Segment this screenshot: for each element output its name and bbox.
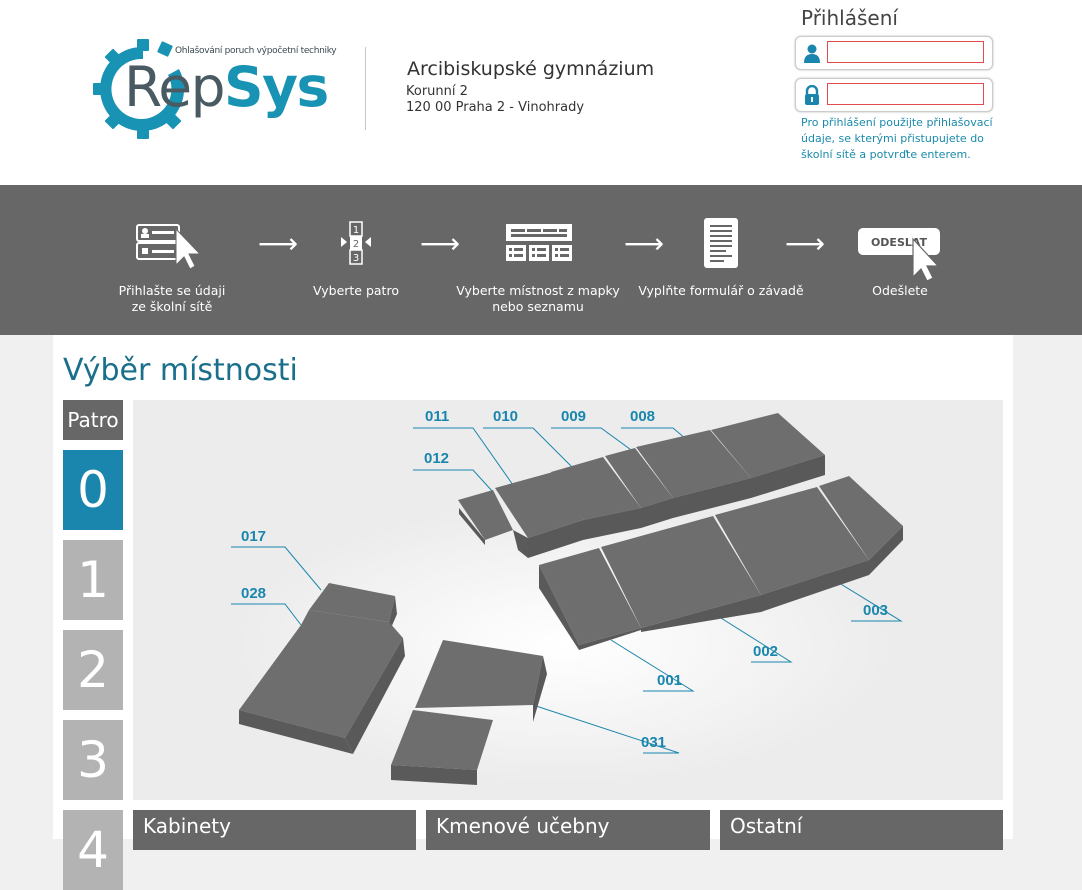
floor-1-button[interactable]: 1 <box>63 540 123 620</box>
username-input[interactable] <box>827 41 984 63</box>
floor-map: 011 010 009 008 012 017 028 003 002 001 … <box>133 400 1003 800</box>
logo-tagline: Ohlašování poruch výpočetní techniky <box>175 46 337 56</box>
room-009-shape[interactable] <box>605 448 673 508</box>
room-label-008[interactable]: 008 <box>630 408 655 425</box>
logo-part-sys: Sys <box>224 55 329 119</box>
room-001-shape[interactable] <box>539 548 641 645</box>
school-name: Arcibiskupské gymnázium <box>407 58 655 80</box>
room-label-028[interactable]: 028 <box>241 585 266 602</box>
step-form-label: Vyplňte formulář o závadě <box>638 283 804 298</box>
category-kabinety[interactable]: Kabinety <box>133 810 416 850</box>
room-label-003[interactable]: 003 <box>863 602 888 619</box>
building-north-wing <box>458 413 825 558</box>
step-send: ODESLAT Odešlete <box>800 185 1000 335</box>
user-icon <box>804 44 820 63</box>
step-floor: 1 2 3 Vyberte patro <box>256 185 456 335</box>
room-031-shape[interactable] <box>415 640 543 708</box>
room-002-shape[interactable] <box>601 516 761 628</box>
floor-icon-number-3: 3 <box>353 253 359 264</box>
room-028-shape[interactable] <box>239 610 403 738</box>
step-floor-label: Vyberte patro <box>313 283 399 298</box>
arrow-right-icon: ⟶ <box>258 227 299 260</box>
room-label-009[interactable]: 009 <box>561 408 586 425</box>
username-box <box>795 36 993 70</box>
room-017-shape[interactable] <box>309 583 395 622</box>
login-hint: Pro přihlášení použijte přihlašovací úda… <box>801 116 993 161</box>
step-room-label-2: nebo seznamu <box>492 299 584 314</box>
arrow-right-icon: ⟶ <box>785 227 826 260</box>
room-010-shape[interactable] <box>551 457 641 520</box>
login-title: Přihlášení <box>801 6 898 30</box>
category-ostatni[interactable]: Ostatní <box>720 810 1003 850</box>
arrow-right-icon: ⟶ <box>624 227 665 260</box>
steps-band: Přihlašte se údaji ze školní sítě ⟶ 1 2 … <box>0 185 1082 335</box>
page-title: Výběr místnosti <box>63 353 298 388</box>
address-city: 120 00 Praha 2 - Vinohrady <box>406 100 585 115</box>
floor-map-svg: 011 010 009 008 012 017 028 003 002 001 … <box>231 408 903 785</box>
form-icon <box>704 218 738 268</box>
floor-header: Patro <box>63 400 123 440</box>
room-label-010[interactable]: 010 <box>493 408 518 425</box>
room-selection-panel: Výběr místnosti Patro 0 1 2 3 4 <box>53 335 1013 890</box>
floor-4-button[interactable]: 4 <box>63 810 123 890</box>
room-list-icon <box>506 224 572 261</box>
floor-3-button[interactable]: 3 <box>63 720 123 800</box>
room-label-017[interactable]: 017 <box>241 528 266 545</box>
lock-icon <box>805 85 819 105</box>
step-room: Vyberte místnost z mapky nebo seznamu <box>438 185 638 335</box>
building-south-block <box>391 640 547 785</box>
logo-wordmark: RepSys <box>124 52 329 122</box>
arrow-right-icon: ⟶ <box>420 227 461 260</box>
send-icon: ODESLAT <box>858 228 940 282</box>
step-form: Vyplňte formulář o závadě <box>621 185 821 335</box>
header: Ohlašování poruch výpočetní techniky Rep… <box>0 0 1082 185</box>
step-login-label-2: ze školní sítě <box>131 299 213 314</box>
floor-select-icon: 1 2 3 <box>341 221 371 265</box>
room-label-012[interactable]: 012 <box>424 450 449 467</box>
logo-part-rep: Rep <box>124 55 226 119</box>
category-kmenove-ucebny[interactable]: Kmenové učebny <box>426 810 710 850</box>
floor-2-button[interactable]: 2 <box>63 630 123 710</box>
password-input[interactable] <box>827 83 984 105</box>
floor-0-button[interactable]: 0 <box>63 450 123 530</box>
gear-icon <box>93 39 185 139</box>
step-login-label-1: Přihlašte se údaji <box>118 283 226 298</box>
room-003-shape[interactable] <box>715 487 869 595</box>
floor-icon-number-2: 2 <box>353 239 359 250</box>
building-west-block <box>239 583 405 754</box>
room-011-shape[interactable] <box>495 472 583 538</box>
room-label-031[interactable]: 031 <box>641 734 666 751</box>
room-008-shape[interactable] <box>636 430 751 498</box>
address-street: Korunní 2 <box>406 84 468 99</box>
room-label-002[interactable]: 002 <box>753 643 778 660</box>
password-box <box>795 78 993 112</box>
room-012-shape[interactable] <box>458 490 513 540</box>
room-label-011[interactable]: 011 <box>425 408 449 425</box>
building-south-wing <box>539 476 903 650</box>
step-send-label: Odešlete <box>872 283 928 298</box>
room-label-001[interactable]: 001 <box>657 672 682 689</box>
step-login: Přihlašte se údaji ze školní sítě <box>72 185 272 335</box>
login-card-icon <box>136 224 202 269</box>
floor-icon-number-1: 1 <box>353 225 359 236</box>
step-room-label-1: Vyberte místnost z mapky <box>456 283 620 298</box>
header-divider <box>365 47 366 130</box>
